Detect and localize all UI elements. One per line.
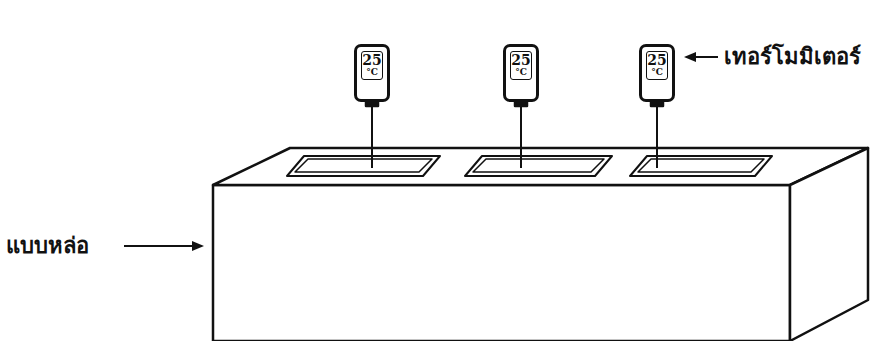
temperature-reading: 25: [362, 53, 382, 67]
temperature-reading: 25: [647, 53, 667, 67]
temperature-unit: °C: [511, 67, 531, 77]
mould-label: แบบหล่อ: [6, 232, 89, 258]
thermometer: 25°C: [503, 44, 539, 102]
thermometer-label: เทอร์โมมิเตอร์: [724, 43, 861, 69]
thermometer: 25°C: [354, 44, 390, 102]
thermometer-display: 25°C: [510, 51, 532, 80]
temperature-reading: 25: [511, 53, 531, 67]
temperature-unit: °C: [362, 67, 382, 77]
thermometer-display: 25°C: [646, 51, 668, 80]
thermometer: 25°C: [639, 44, 675, 102]
temperature-unit: °C: [647, 67, 667, 77]
thermometer-display: 25°C: [361, 51, 383, 80]
